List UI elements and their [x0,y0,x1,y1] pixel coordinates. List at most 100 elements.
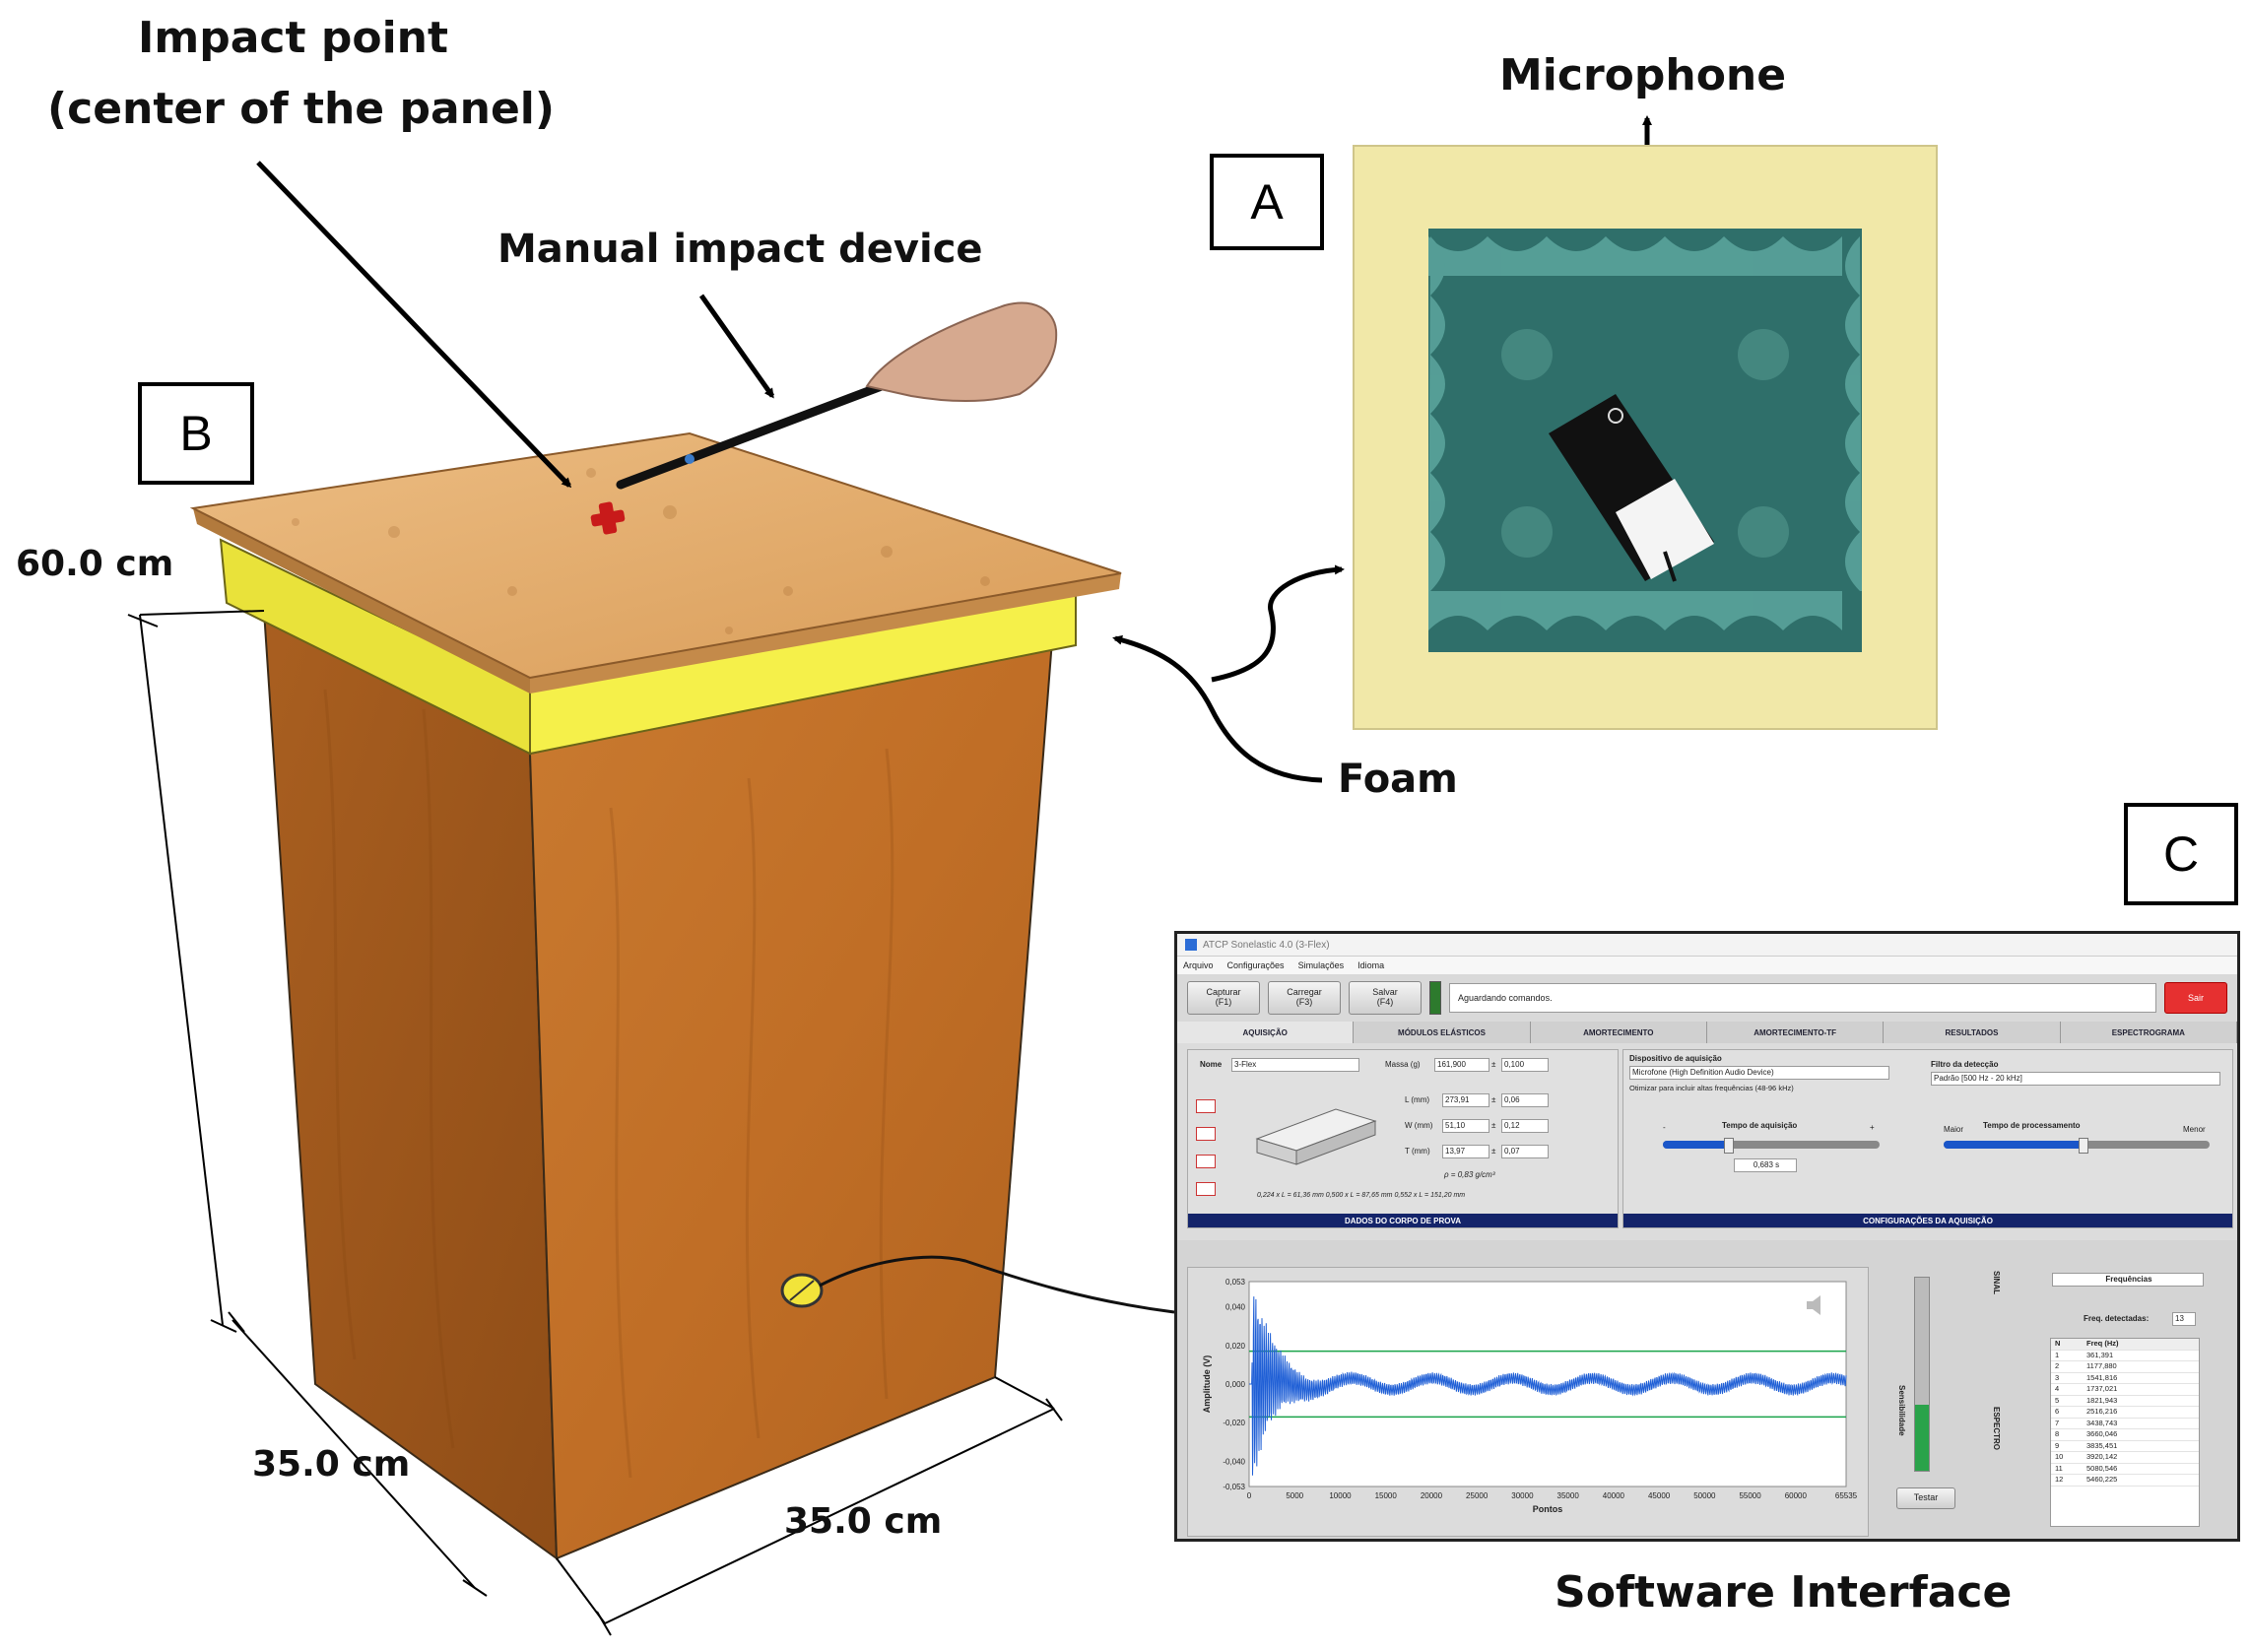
width-input[interactable]: 51,10 [1442,1119,1489,1133]
status-field: Aguardando comandos. [1449,983,2156,1013]
foam-arrow-to-photo [1211,564,1345,683]
acquisition-settings-panel: Dispositivo de aquisição Microfone (High… [1622,1049,2233,1228]
dimension-depth [228,1311,488,1597]
tab-damping[interactable]: AMORTECIMENTO [1530,1022,1707,1043]
tab-results[interactable]: RESULTADOS [1884,1022,2061,1043]
menu-language[interactable]: Idioma [1357,960,1385,970]
load-button[interactable]: Carregar (F3) [1268,981,1341,1015]
signal-side-tab[interactable]: SINAL [1992,1271,2001,1294]
exit-button[interactable]: Sair [2164,982,2227,1014]
specimen-panel: Nome 3-Flex Massa (g) 161,900 ± 0,100 [1187,1049,1619,1228]
freq-value: 5080,546 [2086,1463,2118,1473]
microphone-cable [819,1255,1175,1314]
proc-time-slider[interactable] [1944,1141,2210,1149]
test-button[interactable]: Testar [1896,1487,1955,1509]
density-readout: ρ = 0,83 g/cm³ [1444,1170,1495,1179]
frequencies-select[interactable]: Frequências [2052,1273,2204,1287]
dimension-width [556,1376,1063,1636]
length-label: L (mm) [1405,1095,1430,1104]
x-tick-label: 10000 [1329,1491,1352,1500]
save-button[interactable]: Salvar (F4) [1349,981,1422,1015]
toolbar: Capturar (F1) Carregar (F3) Salvar (F4) … [1177,974,2237,1022]
tab-damping-tf[interactable]: AMORTECIMENTO-TF [1706,1022,1885,1043]
width-uncertainty-input[interactable]: 0,12 [1501,1119,1549,1133]
length-input[interactable]: 273,91 [1442,1093,1489,1107]
microphone-device [1549,394,1714,582]
mode-flexural-icon[interactable] [1196,1099,1216,1113]
freq-index: 12 [2055,1475,2064,1484]
foam-enclosure-photo [1353,145,1938,730]
x-tick-label: 0 [1247,1491,1252,1500]
freq-index: 2 [2055,1361,2060,1370]
length-uncertainty-input[interactable]: 0,06 [1501,1093,1549,1107]
width-label: W (mm) [1405,1121,1433,1130]
optimize-checkbox[interactable]: Otimizar para incluir altas frequências … [1629,1084,1794,1092]
menu-simulations[interactable]: Simulações [1297,960,1345,970]
freq-value: 3438,743 [2086,1418,2118,1427]
foam-arrow-to-box [1112,634,1323,783]
freq-index: 6 [2055,1407,2060,1416]
acq-time-knob[interactable] [1724,1138,1734,1154]
acq-time-slider[interactable] [1663,1141,1880,1149]
freq-value: 361,391 [2086,1350,2114,1359]
freq-index: 10 [2055,1452,2064,1461]
sensitivity-level [1915,1405,1929,1471]
nodal-positions: 0,224 x L = 61,36 mm 0,500 x L = 87,65 m… [1257,1192,1466,1199]
sensitivity-area: Sensibilidade Testar SINAL ESPECTRO [1879,1267,2036,1535]
device-select[interactable]: Microfone (High Definition Audio Device) [1629,1066,1889,1080]
tab-spectrogram[interactable]: ESPECTROGRAMA [2060,1022,2237,1043]
table-row[interactable]: 11 5080,546 [2051,1463,2199,1475]
x-tick-label: 25000 [1466,1491,1489,1500]
col-n: N [2055,1339,2061,1348]
window-title: ATCP Sonelastic 4.0 (3-Flex) [1203,939,1330,951]
freq-value: 1541,816 [2086,1372,2118,1382]
proc-time-knob[interactable] [2079,1138,2088,1154]
x-tick-label: 65535 [1835,1491,1858,1500]
thickness-input[interactable]: 13,97 [1442,1145,1489,1158]
impact-stick [616,379,892,490]
mode-disc-icon[interactable] [1196,1155,1216,1168]
tab-acquisition[interactable]: AQUISIÇÃO [1177,1022,1355,1043]
mass-uncertainty-input[interactable]: 0,100 [1501,1058,1549,1072]
x-tick-label: 35000 [1557,1491,1580,1500]
name-label: Nome [1200,1060,1223,1069]
width-pm: ± [1491,1121,1496,1130]
x-tick-label: 55000 [1739,1491,1761,1500]
sensitivity-track[interactable] [1914,1277,1930,1472]
thickness-uncertainty-input[interactable]: 0,07 [1501,1145,1549,1158]
spectrum-side-tab[interactable]: ESPECTRO [1992,1407,2001,1451]
lid-edge-left [193,508,530,694]
depth-dimension-label: 35.0 cm [252,1444,411,1485]
mass-input[interactable]: 161,900 [1434,1058,1489,1072]
height-dimension-label: 60.0 cm [16,544,174,584]
proc-time-label: Tempo de processamento [1983,1121,2081,1130]
detected-label: Freq. detectadas: [2084,1314,2150,1323]
menu-settings[interactable]: Configurações [1226,960,1285,970]
mode-longitudinal-icon[interactable] [1196,1182,1216,1196]
filter-select[interactable]: Padrão [500 Hz - 20 kHz] [1931,1072,2220,1086]
name-input[interactable]: 3-Flex [1231,1058,1359,1072]
freq-index: 11 [2055,1463,2063,1473]
panel-label-c: C [2124,803,2238,905]
acquisition-config: Nome 3-Flex Massa (g) 161,900 ± 0,100 [1177,1043,2237,1240]
mode-torsional-icon[interactable] [1196,1127,1216,1141]
capture-button[interactable]: Capturar (F1) [1187,981,1260,1015]
tab-elastic-moduli[interactable]: MÓDULOS ELÁSTICOS [1354,1022,1531,1043]
panel-label-b: B [138,382,254,485]
menu-file[interactable]: Arquivo [1183,960,1214,970]
y-tick-label: 0,053 [1225,1278,1246,1287]
x-tick-label: 30000 [1511,1491,1534,1500]
